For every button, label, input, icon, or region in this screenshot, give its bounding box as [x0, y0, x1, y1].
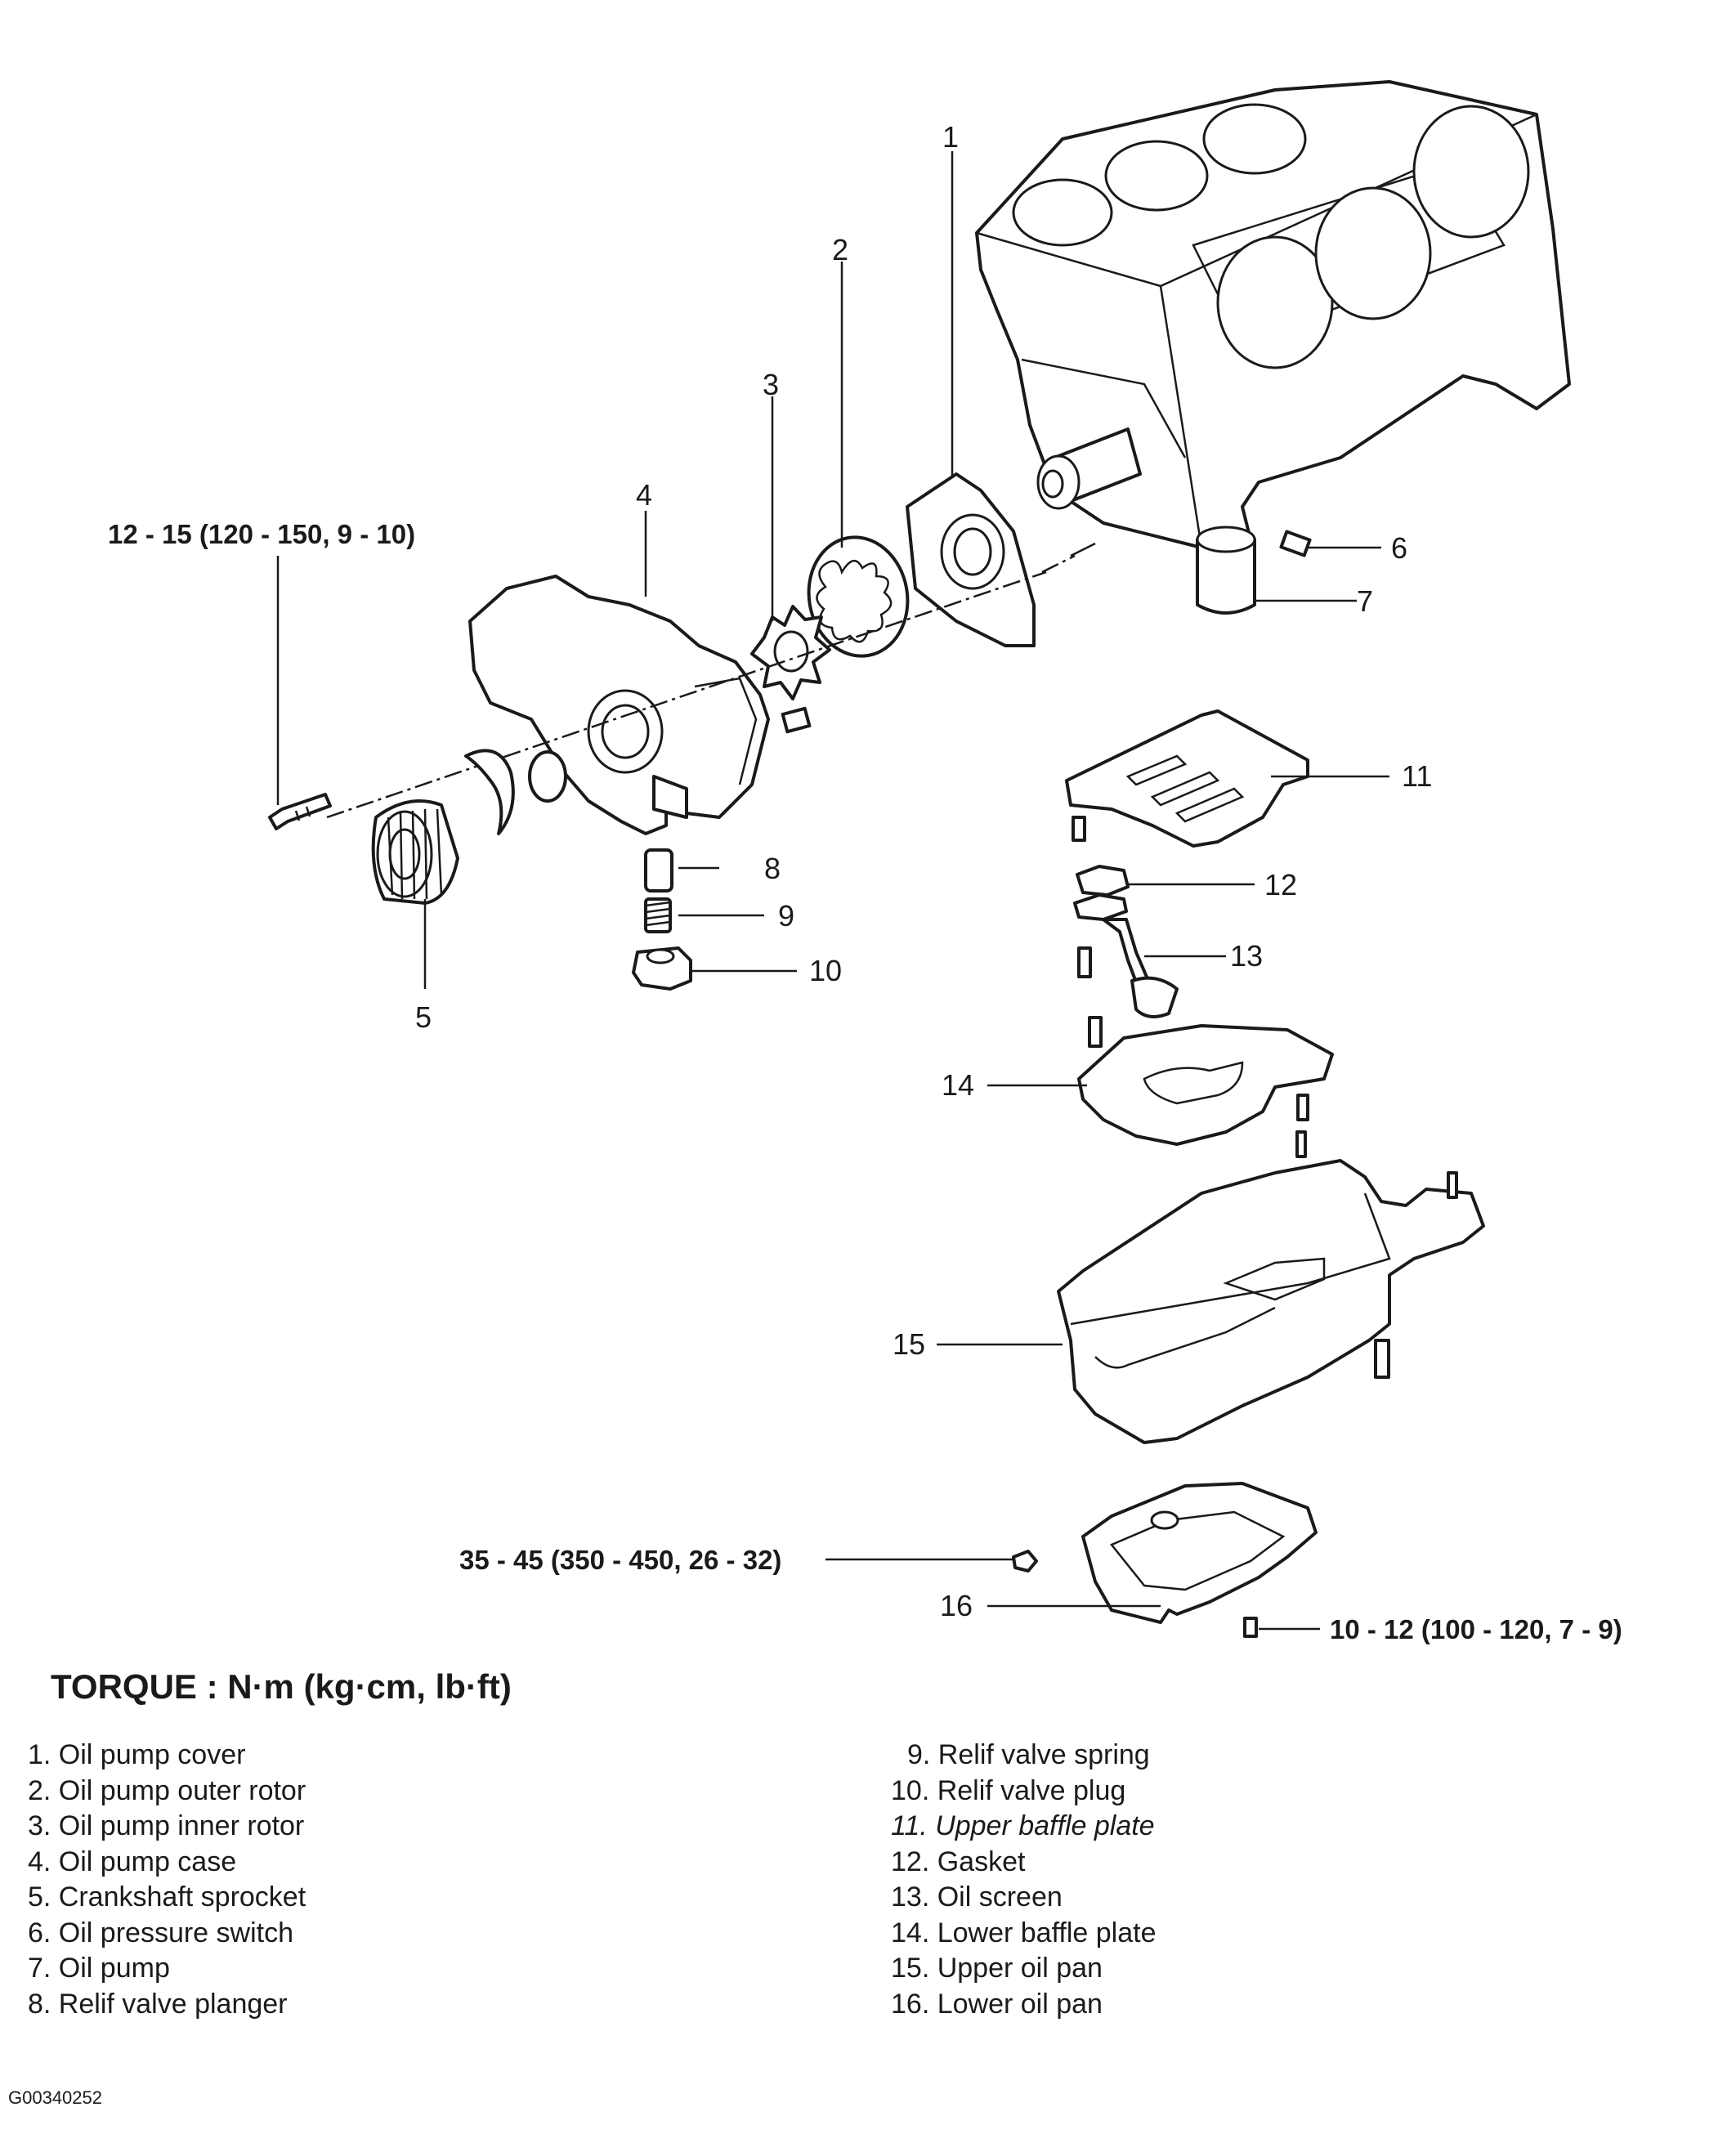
- relief-valve-spring: [644, 897, 672, 933]
- legend-item: 14. Lower baffle plate: [891, 1917, 1157, 1948]
- legend-item: 11. Upper baffle plate: [891, 1810, 1155, 1841]
- legend-item: 1. Oil pump cover: [28, 1739, 246, 1770]
- callout-7: 7: [1357, 584, 1373, 618]
- leader-lines: [276, 151, 1389, 1631]
- legend-item: 8. Relif valve planger: [28, 1988, 288, 2020]
- legend-item: 5. Crankshaft sprocket: [28, 1881, 306, 1913]
- relief-valve-plunger: [644, 848, 673, 893]
- oil-pump-cover: [906, 472, 1036, 647]
- callout-8: 8: [764, 852, 781, 885]
- oil-pump-case: [468, 575, 812, 835]
- torque-spec-lower-pan-bolt: 10 - 12 (100 - 120, 7 - 9): [1330, 1614, 1622, 1644]
- legend-item: 15. Upper oil pan: [891, 1953, 1103, 1984]
- oil-pump-bolt: [268, 793, 332, 830]
- legend-item: 7. Oil pump: [28, 1953, 170, 1984]
- callout-4: 4: [636, 478, 652, 512]
- callout-2: 2: [832, 233, 848, 266]
- oil-pump-inner-rotor: [750, 605, 831, 700]
- callout-9: 9: [778, 899, 794, 933]
- assembly-centerline: [326, 570, 1047, 819]
- parts-legend-right: 9. Relif valve spring 10. Relif valve pl…: [891, 1738, 1157, 2022]
- figure-code: G00340252: [8, 2087, 102, 2108]
- callout-5: 5: [415, 1000, 432, 1034]
- torque-spec-drain-plug: 35 - 45 (350 - 450, 26 - 32): [459, 1545, 781, 1575]
- callout-3: 3: [763, 368, 779, 401]
- parts-legend-left: 1. Oil pump cover 2. Oil pump outer roto…: [28, 1738, 306, 2022]
- lower-oil-pan: [1012, 1482, 1318, 1638]
- crankshaft-sprocket: [371, 799, 459, 905]
- upper-baffle-plate: [1065, 709, 1309, 848]
- legend-item: 3. Oil pump inner rotor: [28, 1810, 305, 1841]
- legend-item: 12. Gasket: [891, 1845, 1026, 1877]
- gasket: [1076, 865, 1130, 897]
- o-ring: [528, 750, 567, 803]
- oil-seal: [464, 749, 515, 835]
- callout-13: 13: [1230, 939, 1263, 973]
- legend-item: 13. Oil screen: [891, 1881, 1063, 1913]
- callout-6: 6: [1391, 531, 1407, 565]
- relief-valve-plug: [632, 946, 692, 991]
- callout-15: 15: [893, 1327, 925, 1361]
- legend-item: 16. Lower oil pan: [891, 1988, 1103, 2020]
- upper-oil-pan: [1057, 1130, 1485, 1444]
- callout-12: 12: [1264, 868, 1297, 901]
- callout-11: 11: [1402, 759, 1432, 793]
- callout-10: 10: [809, 954, 842, 987]
- callout-14: 14: [942, 1068, 974, 1102]
- torque-spec-oil-pump-bolt: 12 - 15 (120 - 150, 9 - 10): [108, 519, 415, 549]
- callout-16: 16: [940, 1589, 973, 1622]
- lower-baffle-plate: [1077, 1016, 1334, 1146]
- legend-item: 4. Oil pump case: [28, 1845, 237, 1877]
- torque-units-heading: TORQUE : N·m (kg·cm, lb·ft): [51, 1667, 512, 1706]
- legend-item: 6. Oil pressure switch: [28, 1917, 293, 1948]
- oil-screen: [1073, 893, 1179, 1018]
- engine-block: [975, 80, 1571, 615]
- callout-1: 1: [942, 120, 959, 154]
- legend-item: 9. Relif valve spring: [907, 1739, 1150, 1770]
- legend-item: 10. Relif valve plug: [891, 1774, 1126, 1806]
- legend-item: 2. Oil pump outer rotor: [28, 1774, 306, 1806]
